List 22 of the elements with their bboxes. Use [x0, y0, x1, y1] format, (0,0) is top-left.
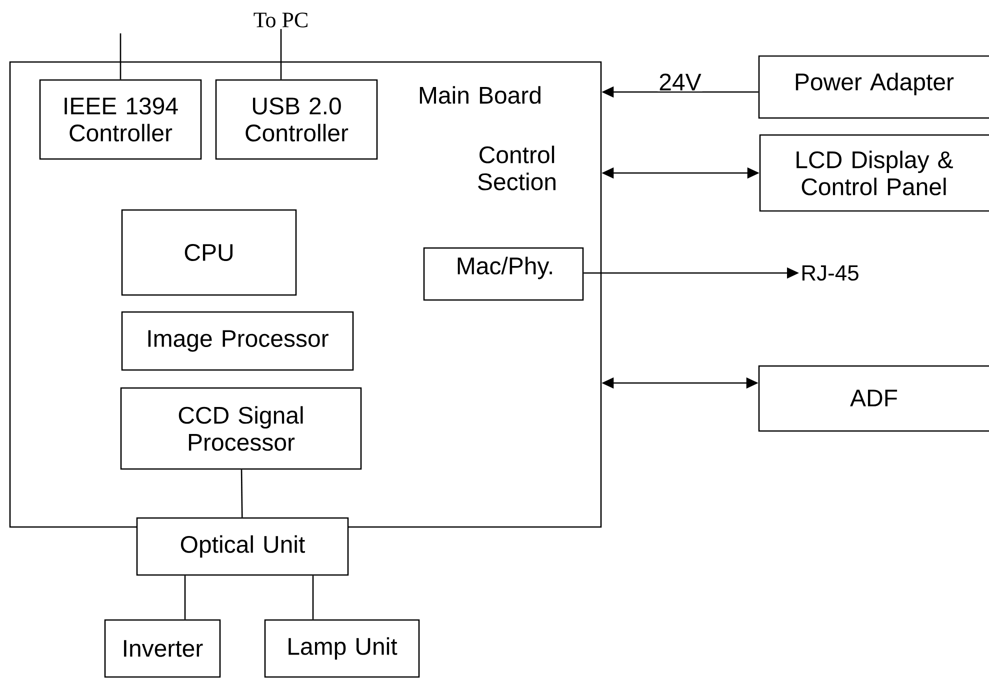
connector-line [312, 576, 314, 620]
controller-box: IEEE 1394 Controller [39, 79, 202, 160]
connector-line [184, 576, 186, 620]
board-label: Main Board [420, 86, 540, 104]
processor-box: Image Processor [121, 311, 354, 371]
device-box: ADF [758, 365, 989, 432]
interface-box: Mac/Phy. [423, 247, 584, 301]
device-box: Power Adapter [758, 55, 989, 119]
connector-line [240, 470, 243, 518]
edge-label: 24V [658, 72, 702, 92]
connector-line [280, 29, 282, 80]
connector-line [120, 33, 122, 80]
section-label: Control Section [478, 146, 556, 190]
port-label: RJ-45 [802, 265, 858, 281]
processor-box: CCD Signal Processor [120, 387, 362, 470]
unit-box: Optical Unit [136, 517, 349, 576]
unit-box: Inverter [104, 619, 221, 678]
unit-box: Lamp Unit [264, 619, 420, 678]
device-box: LCD Display & Control Panel [759, 134, 989, 212]
processor-box: CPU [121, 209, 297, 296]
controller-box: USB 2.0 Controller [215, 79, 378, 160]
port-label: To PC [254, 12, 308, 28]
